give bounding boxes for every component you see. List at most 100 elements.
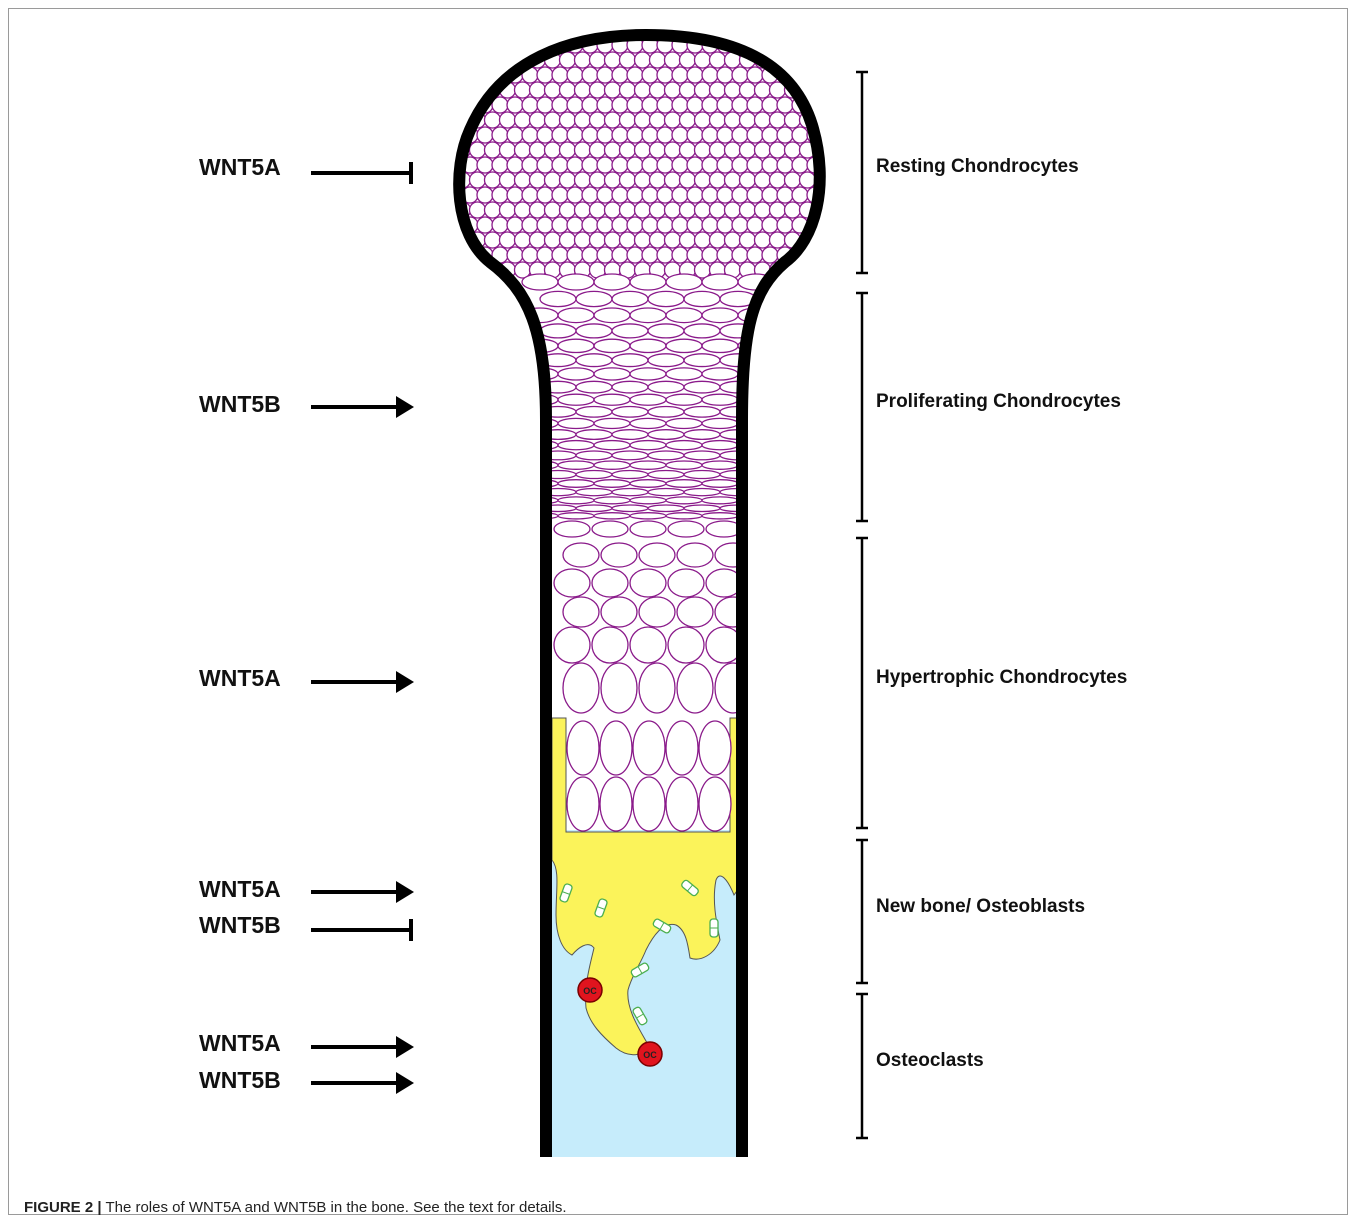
chondrocyte-cell: [605, 82, 621, 98]
promote-arrow-proliferating: [311, 396, 414, 418]
chondrocyte-cell: [684, 451, 720, 460]
chondrocyte-cell: [470, 262, 486, 278]
chondrocyte-cell: [633, 721, 665, 775]
chondrocyte-cell: [710, 232, 726, 248]
chondrocyte-cell: [575, 112, 591, 128]
chondrocyte-cell: [558, 339, 594, 352]
chondrocyte-cell: [815, 52, 831, 68]
chondrocyte-cell: [639, 663, 675, 713]
chondrocyte-cell: [576, 354, 612, 367]
chondrocyte-cell: [537, 67, 553, 83]
promote-arrow-osteoclast-1: [311, 1036, 414, 1058]
chondrocyte-cell: [648, 471, 684, 479]
chondrocyte-cell: [672, 127, 688, 143]
chondrocyte-cell: [702, 418, 738, 428]
chondrocyte-cell: [635, 112, 651, 128]
chondrocyte-cell: [648, 488, 684, 495]
chondrocyte-cell: [822, 37, 838, 53]
chondrocyte-cell: [635, 142, 651, 158]
chondrocyte-cell: [594, 308, 630, 323]
chondrocyte-cell: [740, 172, 756, 188]
chondrocyte-cell: [605, 202, 621, 218]
hypertrophic-cells-lower: [567, 721, 731, 831]
chondrocyte-cell: [672, 67, 688, 83]
chondrocyte-cell: [822, 247, 838, 263]
chondrocyte-cell: [558, 274, 594, 290]
chondrocyte-cell: [747, 247, 763, 263]
chondrocyte-cell: [785, 142, 801, 158]
chondrocyte-cell: [627, 97, 643, 113]
chondrocyte-cell: [582, 67, 598, 83]
chondrocyte-cell: [558, 497, 594, 504]
chondrocyte-cell: [666, 461, 702, 469]
chondrocyte-cell: [470, 142, 486, 158]
chondrocyte-cell: [702, 308, 738, 323]
chondrocyte-cell: [592, 627, 628, 663]
chondrocyte-cell: [666, 721, 698, 775]
chondrocyte-cell: [563, 543, 599, 567]
chondrocyte-cell: [560, 232, 576, 248]
chondrocyte-cell: [552, 67, 568, 83]
chondrocyte-cell: [695, 172, 711, 188]
chondrocyte-cell: [702, 97, 718, 113]
chondrocyte-cell: [576, 291, 612, 306]
chondrocyte-cell: [597, 187, 613, 203]
chondrocyte-cell: [462, 37, 478, 53]
chondrocyte-cell: [630, 441, 666, 450]
chondrocyte-cell: [702, 497, 738, 504]
chondrocyte-cell: [530, 142, 546, 158]
chondrocyte-cell: [530, 202, 546, 218]
chondrocyte-cell: [530, 232, 546, 248]
chondrocyte-cell: [740, 232, 756, 248]
chondrocyte-cell: [702, 394, 738, 405]
chondrocyte-cell: [470, 52, 486, 68]
chondrocyte-cell: [687, 127, 703, 143]
chondrocyte-cell: [666, 777, 698, 831]
chondrocyte-cell: [747, 157, 763, 173]
chondrocyte-cell: [567, 157, 583, 173]
chondrocyte-cell: [500, 172, 516, 188]
chondrocyte-cell: [552, 247, 568, 263]
chondrocyte-cell: [699, 777, 731, 831]
chondrocyte-cell: [680, 172, 696, 188]
regulator-label: WNT5B: [199, 1067, 281, 1094]
chondrocyte-cell: [710, 52, 726, 68]
chondrocyte-cell: [770, 232, 786, 248]
chondrocyte-cell: [630, 569, 666, 597]
chondrocyte-cell: [648, 505, 684, 512]
chondrocyte-cell: [447, 247, 463, 263]
chondrocyte-cell: [612, 187, 628, 203]
chondrocyte-cell: [725, 82, 741, 98]
chondrocyte-cell: [612, 451, 648, 460]
chondrocyte-cell: [815, 232, 831, 248]
chondrocyte-cell: [537, 247, 553, 263]
chondrocyte-cell: [567, 67, 583, 83]
chondrocyte-cell: [725, 232, 741, 248]
chondrocyte-cell: [567, 97, 583, 113]
chondrocyte-cell: [702, 274, 738, 290]
chondrocyte-cell: [612, 488, 648, 495]
chondrocyte-cell: [575, 172, 591, 188]
chondrocyte-cell: [680, 202, 696, 218]
chondrocyte-cell: [770, 112, 786, 128]
chondrocyte-cell: [492, 37, 508, 53]
chondrocyte-cell: [605, 142, 621, 158]
chondrocyte-cell: [605, 112, 621, 128]
chondrocyte-cell: [672, 247, 688, 263]
chondrocyte-cell: [665, 112, 681, 128]
chondrocyte-cell: [710, 172, 726, 188]
chondrocyte-cell: [612, 324, 648, 338]
chondrocyte-cell: [612, 291, 648, 306]
chondrocyte-cell: [687, 67, 703, 83]
chondrocyte-cell: [612, 157, 628, 173]
cartilage-cells: [447, 37, 838, 713]
chondrocyte-cell: [630, 497, 666, 504]
chondrocyte-cell: [447, 97, 463, 113]
chondrocyte-cell: [597, 67, 613, 83]
chondrocyte-cell: [620, 232, 636, 248]
chondrocyte-cell: [755, 82, 771, 98]
chondrocyte-cell: [560, 142, 576, 158]
chondrocyte-cell: [657, 247, 673, 263]
chondrocyte-cell: [687, 217, 703, 233]
chondrocyte-cell: [684, 488, 720, 495]
